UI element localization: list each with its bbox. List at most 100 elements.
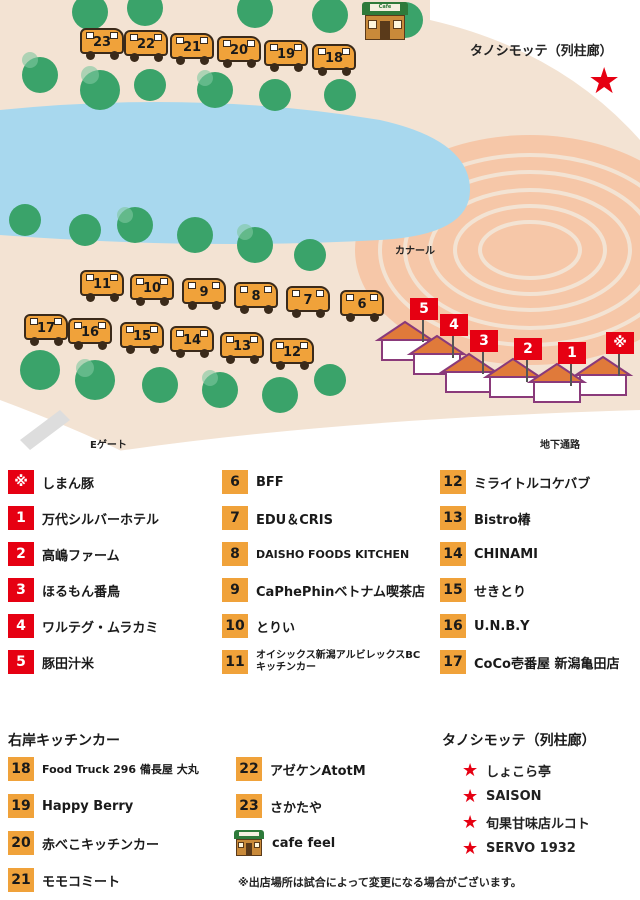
legend-badge: 14 [440, 542, 466, 566]
food-truck-14: 14 [168, 324, 216, 358]
map-label-tanoshimotte: タノシモッテ（列柱廊） [470, 44, 613, 59]
flag-pole [618, 354, 620, 376]
map-label-canal: カナール [395, 246, 435, 257]
shop-name: SERVO 1932 [486, 841, 576, 856]
flag-pole [452, 336, 454, 358]
shop-name: SAISON [486, 789, 542, 804]
legend-name: Bistro椿 [474, 512, 531, 528]
truck-number: 22 [136, 37, 156, 52]
food-truck-18: 18 [310, 42, 358, 76]
legend-name: ワルテグ・ムラカミ [42, 620, 159, 636]
legend-badge: 15 [440, 578, 466, 602]
star-icon: ★ [462, 786, 479, 807]
legend-item-cafe: cafe feel [234, 830, 335, 856]
legend-badge: 4 [8, 614, 34, 638]
food-truck-6: 6 [338, 288, 386, 322]
food-truck-12: 12 [268, 336, 316, 370]
legend-badge: 8 [222, 542, 248, 566]
legend-name: BFF [256, 474, 284, 490]
cafe-icon [234, 830, 264, 856]
right-bank-item: 23 さかたや [236, 793, 322, 819]
food-truck-16: 16 [66, 316, 114, 350]
legend-name: EDU＆CRIS [256, 512, 333, 528]
tanoshimotte-item: ★旬果甘味店ルコト [462, 812, 590, 833]
legend-badge: 7 [222, 506, 248, 530]
legend-badge: 9 [222, 578, 248, 602]
legend-item: 8 DAISHO FOODS KITCHEN [222, 541, 409, 567]
legend-name: Food Truck 296 備長屋 大丸 [42, 763, 199, 776]
food-truck-15: 15 [118, 320, 166, 354]
legend-name: 万代シルバーホテル [42, 512, 160, 528]
cafe-sign: Cafe [370, 4, 400, 12]
flag-pole [482, 352, 484, 374]
map-label-underpass: 地下通路 [540, 440, 580, 451]
legend-name: 豚田汁米 [42, 656, 95, 672]
legend-item: 15 せきとり [440, 577, 526, 603]
truck-number: 18 [324, 51, 344, 66]
cafe-name: cafe feel [272, 835, 336, 851]
legend-badge: 22 [236, 757, 262, 781]
flag-pole [570, 364, 572, 386]
legend-badge: 18 [8, 757, 34, 781]
legend-badge: 12 [440, 470, 466, 494]
truck-number: 12 [282, 345, 302, 360]
legend-badge: 2 [8, 542, 34, 566]
truck-number: 13 [232, 339, 252, 354]
legend-item: 10 とりい [222, 613, 295, 639]
legend-item: 4 ワルテグ・ムラカミ [8, 613, 158, 639]
legend-name: しまん豚 [42, 476, 95, 492]
truck-number: 16 [80, 325, 100, 340]
map-background [0, 0, 640, 460]
tanoshimotte-item: ★ SAISON [462, 786, 542, 807]
legend-item: 5 豚田汁米 [8, 649, 94, 675]
tent-flag-5: 1 [558, 342, 586, 364]
food-truck-22: 22 [122, 28, 170, 62]
star-icon: ★ [462, 812, 479, 833]
flag-pole [526, 360, 528, 382]
legend-name: DAISHO FOODS KITCHEN [256, 547, 410, 561]
tanoshimotte-item: ★しょこら亭 [462, 760, 551, 781]
legend-name: ミライトルコケバブ [474, 476, 591, 492]
legend-name: さかたや [270, 800, 323, 816]
tent-flag-6: ※ [606, 332, 634, 354]
legend-badge: 3 [8, 578, 34, 602]
truck-number: 6 [357, 297, 367, 312]
legend-item: 12 ミライトルコケバブ [440, 469, 590, 495]
legend-badge: 5 [8, 650, 34, 674]
legend-badge: 10 [222, 614, 248, 638]
legend-badge: 20 [8, 831, 34, 855]
truck-number: 23 [92, 35, 112, 50]
truck-number: 8 [251, 289, 261, 304]
tanoshimotte-item: ★ SERVO 1932 [462, 838, 576, 859]
food-truck-8: 8 [232, 280, 280, 314]
tent-flag-4: 2 [514, 338, 542, 360]
legend-badge: 17 [440, 650, 466, 674]
legend-name: オイシックス新潟アルビレックスBC キッチンカー [256, 650, 421, 673]
legend-name: とりい [256, 620, 296, 636]
food-truck-20: 20 [215, 34, 263, 68]
star-icon: ★ [462, 760, 479, 781]
tent-flag-2: 4 [440, 314, 468, 336]
food-truck-19: 19 [262, 38, 310, 72]
food-truck-11: 11 [78, 268, 126, 302]
truck-number: 19 [276, 47, 296, 62]
truck-number: 20 [229, 43, 249, 58]
legend-name: せきとり [474, 584, 527, 600]
flag-pole [422, 320, 424, 342]
water-canal [0, 102, 470, 244]
legend-name: 赤べこキッチンカー [42, 837, 160, 853]
star-icon: ★ [462, 838, 479, 859]
legend-badge: 23 [236, 794, 262, 818]
truck-number: 9 [199, 285, 209, 300]
